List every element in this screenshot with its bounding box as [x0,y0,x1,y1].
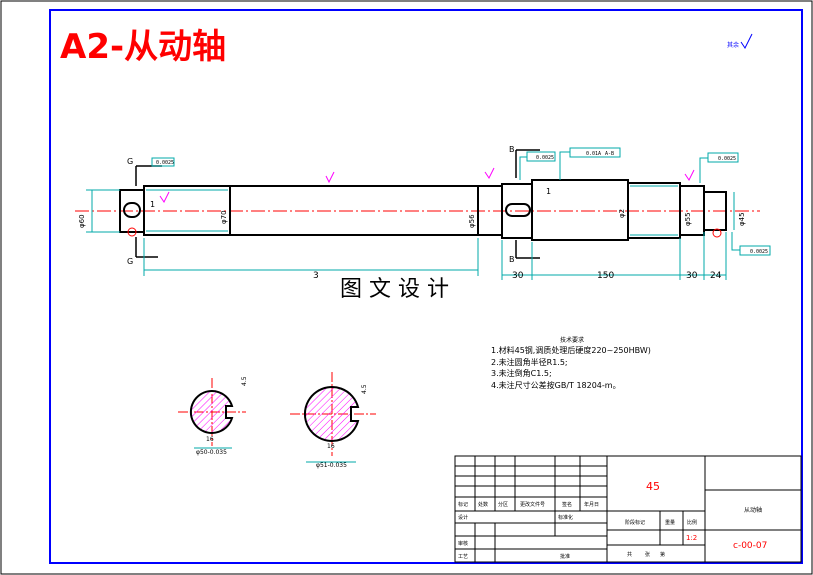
svg-text:标准化: 标准化 [558,514,573,521]
tolerance-frame-2: 0.01A A-B [569,147,621,158]
title-block-scale: 1:2 [686,534,697,542]
svg-text:工艺: 工艺 [458,554,468,560]
svg-text:0.0025: 0.0025 [156,160,174,166]
dimension-30: 30 [512,271,524,281]
svg-text:重量: 重量 [665,519,675,526]
title-block-material: 45 [646,480,660,493]
dimension-left-length: 3 [313,271,319,281]
dimension-key-width-right: 1 [546,187,551,196]
section-letter-b-bottom: B [509,255,515,264]
roughness-symbol-icon [740,33,753,49]
hidden-detail-lines [146,185,678,236]
svg-text:A-B: A-B [605,151,614,157]
svg-text:阶段标记: 阶段标记 [625,519,645,526]
keyway-left [123,202,141,218]
svg-text:处数: 处数 [478,501,488,508]
section-right-dia: φ51-0.035 [316,462,347,469]
dimension-right-dia: φ55 [684,212,692,226]
title-block-part-name: 从动轴 [744,506,762,514]
svg-text:第: 第 [660,551,665,558]
svg-text:年月日: 年月日 [584,501,599,508]
section-marks [135,149,540,259]
svg-text:比例: 比例 [687,519,697,526]
svg-text:设计: 设计 [458,514,468,521]
datum-marker-left [127,227,137,237]
dimension-150: 150 [597,271,614,281]
section-right-depth: 4.5 [361,384,368,394]
tolerance-frame-5: 0.0025 [739,245,771,256]
title-block [454,455,802,563]
section-view-left: φ50-0.035 16 4.5 [178,376,248,456]
svg-text:张: 张 [645,551,650,558]
dimension-24: 24 [710,271,722,281]
tech-req-item-3: 3.未注倒角C1.5; [491,368,552,378]
dimension-30b: 30 [686,271,698,281]
svg-text:共: 共 [627,551,632,558]
section-right-width: 16 [327,443,335,450]
tech-req-title: 技术要求 [560,336,584,344]
svg-text:0.01A: 0.01A [586,151,601,157]
tolerance-frame-3: 0.0025 [707,152,739,163]
svg-text:签名: 签名 [562,501,572,508]
dimension-main-dia: φ70 [220,210,228,224]
keyway-right [505,203,531,217]
inner-border [49,9,803,564]
dimension-left-dia: φ60 [78,214,86,228]
svg-text:标记: 标记 [458,501,468,508]
roughness-marks [159,167,695,203]
dimension-end-dia: φ45 [738,212,746,226]
dimension-key-width-left: 1 [150,200,155,209]
roughness-note-label: 其余 [727,41,739,49]
tolerance-frame-4: 0.0025 [151,157,175,167]
drawing-title: A2-从动轴 [60,27,226,67]
title-block-labels: 标记 处数 分区 更改文件号 签名 年月日 设计 标准化 阶段标记 重量 比例 … [458,501,697,560]
section-letter-g-top: G [127,157,133,166]
section-letter-b-top: B [509,145,515,154]
dimension-mid-dia: φ56 [468,214,476,228]
dimension-lines [86,189,735,280]
svg-text:批准: 批准 [560,553,570,560]
shaft-outline [119,179,727,241]
svg-text:审核: 审核 [458,540,468,547]
title-block-drawing-no: c-00-07 [733,541,767,551]
section-left-dia: φ50-0.035 [196,449,227,456]
dimension-collar-dia: φ2 [618,209,626,218]
datum-marker-right [712,228,722,238]
section-left-depth: 4.5 [241,376,248,386]
section-letter-g-bottom: G [127,257,133,266]
svg-text:0.0025: 0.0025 [536,155,554,161]
section-view-right: φ51-0.035 16 4.5 [290,372,376,469]
tolerance-frame-1: 0.0025 [526,151,556,162]
svg-text:0.0025: 0.0025 [750,249,768,255]
tolerance-leaders [519,151,740,251]
tech-req-item-1: 1.材料45钢,调质处理后硬度220~250HBW) [491,345,651,355]
svg-text:更改文件号: 更改文件号 [520,501,545,508]
svg-text:分区: 分区 [498,501,508,508]
tech-req-item-2: 2.未注圆角半径R1.5; [491,357,568,367]
section-left-width: 16 [206,436,214,443]
svg-text:0.0025: 0.0025 [718,156,736,162]
tech-req-item-4: 4.未注尺寸公差按GB/T 18204-m。 [491,380,621,390]
watermark-text: 图 文 设 计 [340,277,449,302]
